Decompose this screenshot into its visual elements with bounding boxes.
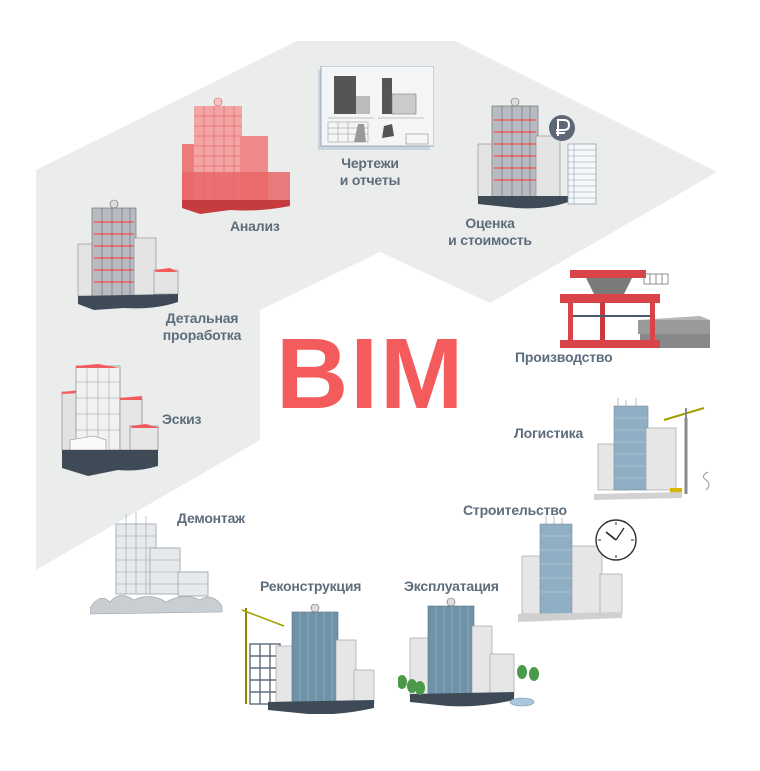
bim-title: BIM (276, 318, 466, 430)
operating-building-icon (398, 597, 539, 707)
label-estimate-line2: и стоимость (448, 232, 532, 248)
sketch-building-icon (61, 364, 160, 476)
label-production: Производство (515, 349, 613, 365)
label-detailed-line2: проработка (162, 327, 242, 343)
label-analysis: Анализ (230, 218, 280, 234)
detailed-building-icon (77, 199, 179, 310)
label-drawings-line1: Чертежи (341, 155, 399, 171)
label-logistics: Логистика (514, 425, 584, 441)
analysis-building-icon (182, 97, 290, 214)
label-sketch: Эскиз (162, 411, 202, 427)
reconstruction-building-icon (241, 604, 375, 714)
label-estimate-line1: Оценка (465, 215, 515, 231)
label-construction: Строительство (463, 502, 567, 518)
ruble-building-icon (477, 97, 597, 209)
label-detailed-line1: Детальная (165, 310, 239, 326)
factory-frame-icon (560, 270, 710, 348)
label-operation: Эксплуатация (404, 578, 499, 594)
label-detailed: Детальная проработка (156, 310, 248, 344)
label-estimate: Оценка и стоимость (440, 215, 540, 249)
label-drawings-line2: и отчеты (339, 172, 401, 188)
demolished-building-icon (90, 512, 223, 615)
label-demolition: Демонтаж (177, 510, 245, 526)
clock-building-icon (518, 516, 637, 622)
drawing-sheet-icon (318, 66, 434, 150)
label-drawings: Чертежи и отчеты (334, 155, 406, 189)
label-reconstruction: Реконструкция (260, 578, 362, 594)
crane-building-icon (594, 398, 710, 500)
